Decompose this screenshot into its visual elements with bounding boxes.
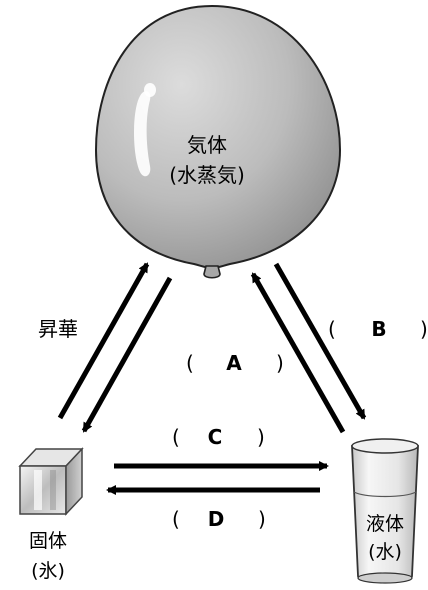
label-d: ( D ) (172, 507, 266, 531)
label-c: ( C ) (172, 425, 265, 449)
gas-label-line1: 気体 (187, 133, 227, 157)
svg-text:): ) (276, 351, 284, 375)
svg-text:(: ( (328, 317, 336, 341)
arrow-gas-to-liquid (273, 262, 367, 420)
label-a: ( A ) (186, 351, 284, 375)
arrow-gas-to-solid (81, 276, 173, 433)
balloon-highlight (134, 91, 151, 177)
gas-label-line2: (水蒸気) (169, 163, 245, 187)
solid-label-line2: (氷) (31, 560, 65, 582)
svg-text:(: ( (186, 351, 194, 375)
svg-text:D: D (208, 507, 225, 531)
balloon-knot (203, 265, 221, 279)
svg-text:(: ( (172, 507, 180, 531)
label-b: ( B ) (328, 317, 428, 341)
solid-label-line1: 固体 (29, 530, 67, 552)
svg-text:B: B (371, 317, 386, 341)
svg-text:): ) (257, 425, 265, 449)
arrow-liquid-to-gas (250, 272, 346, 434)
liquid-label-line1: 液体 (366, 513, 404, 535)
svg-text:): ) (420, 317, 428, 341)
svg-text:A: A (226, 351, 242, 375)
balloon-gas: 気体 (水蒸気) (94, 4, 342, 279)
svg-text:(: ( (172, 425, 180, 449)
sublimation-label: 昇華 (38, 317, 78, 341)
liquid-label-line2: (水) (368, 541, 402, 563)
ice-cube-solid (18, 447, 84, 516)
water-glass-liquid (351, 438, 419, 584)
arrow-solid-to-gas (57, 262, 150, 420)
svg-text:C: C (208, 425, 223, 449)
svg-text:): ) (258, 507, 266, 531)
